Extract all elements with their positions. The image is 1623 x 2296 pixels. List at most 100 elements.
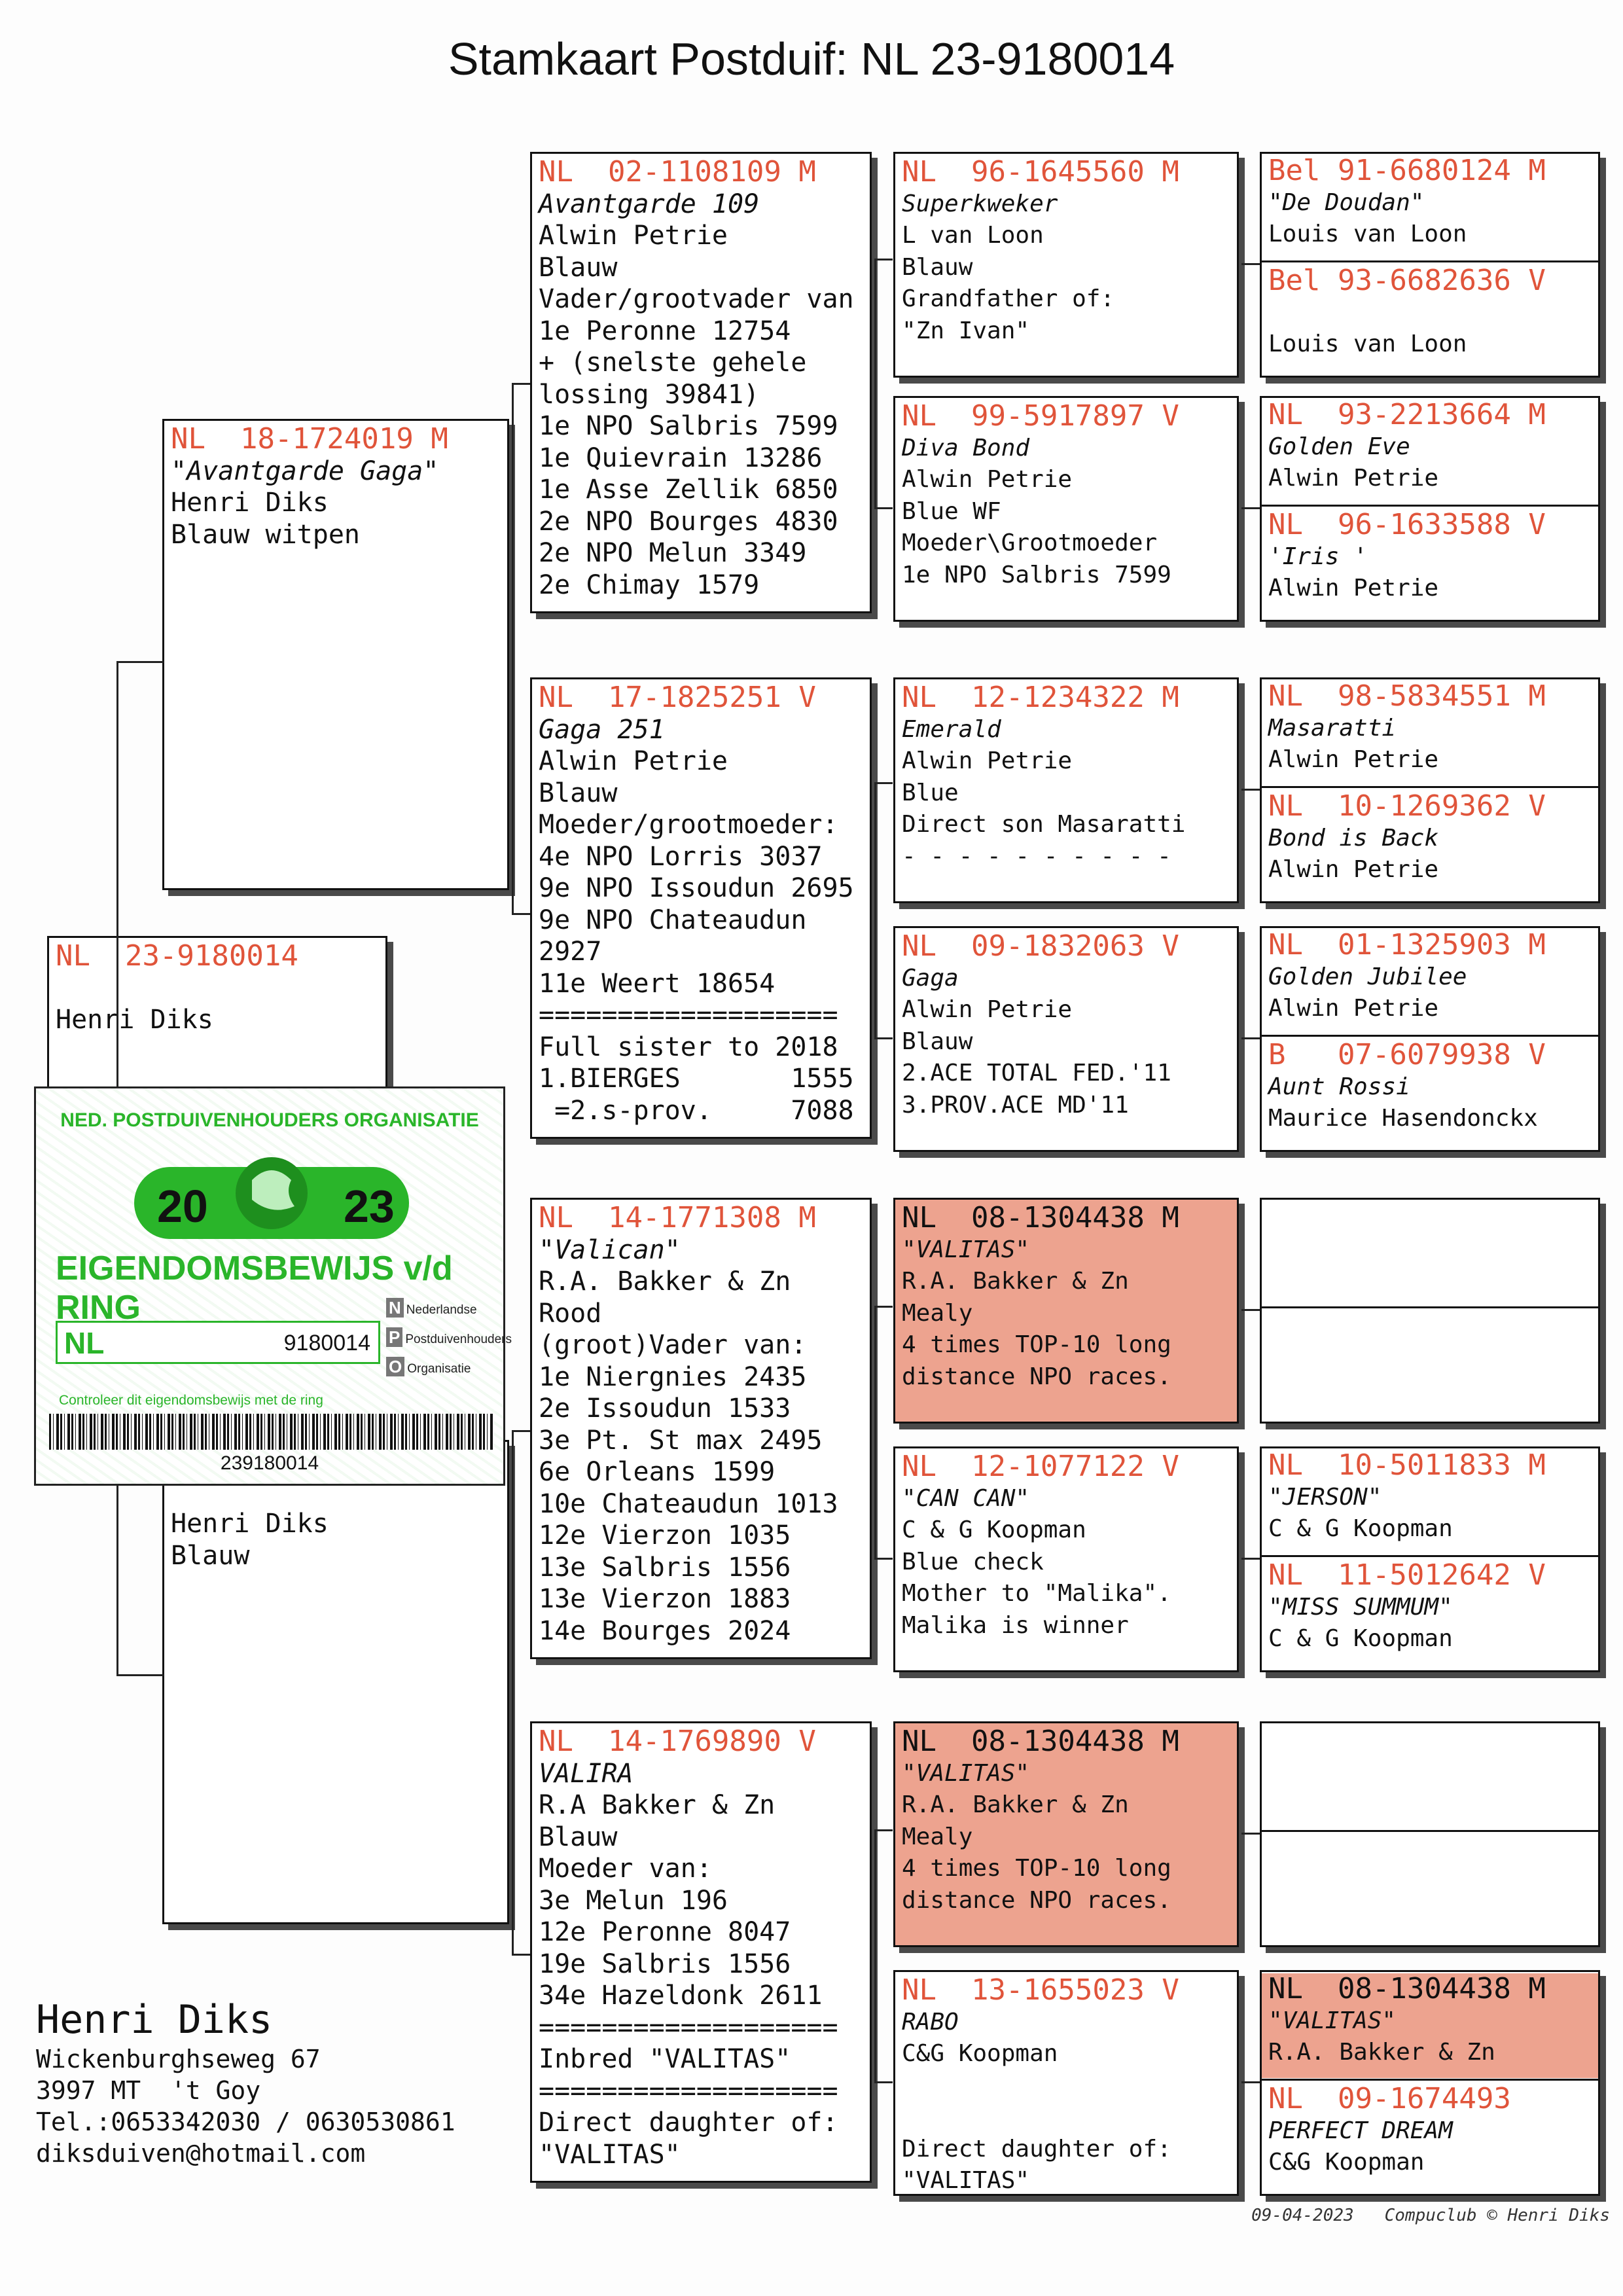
page-title: Stamkaart Postduif: NL 23-9180014: [448, 33, 1175, 84]
pigeon-detail: 1.BIERGES 1555: [539, 1064, 854, 1094]
pigeon-name: "VALITAS": [1268, 2007, 1397, 2034]
connector-line: [512, 1954, 530, 1956]
pigeon-detail: Moeder\Grootmoeder: [902, 529, 1158, 556]
pigeon-detail: [902, 2070, 1233, 2102]
pigeon-detail: Henri Diks: [171, 1509, 329, 1539]
pigeon-detail: Vader/grootvader van: [539, 284, 854, 314]
ring-number: NL 08-1304438 M: [1268, 1972, 1546, 2005]
pigeon-detail: 3.PROV.ACE MD'11: [902, 1091, 1129, 1119]
ring-number: NL 01-1325903 M: [1268, 928, 1546, 961]
connector-line: [1241, 789, 1260, 791]
pigeon-name: RABO: [902, 2008, 959, 2036]
ring-number: NL 12-1234322 M: [902, 681, 1179, 714]
connector-line: [874, 259, 876, 507]
connector-line: [1241, 1558, 1260, 1560]
pedigree-pair-box: Bel 91-6680124 M"De Doudan" Louis van Loo…: [1260, 152, 1600, 378]
pigeon-detail: 1e Quievrain 13286: [539, 442, 823, 473]
ring-number: NL 10-5011833 M: [1268, 1448, 1546, 1482]
barcode-number: 239180014: [220, 1452, 319, 1474]
ring-number: NL 96-1645560 M: [902, 155, 1179, 188]
pigeon-detail: + (snelste gehele: [539, 348, 807, 378]
pigeon-detail: Alwin Petrie: [1268, 575, 1439, 601]
connector-line: [1241, 2081, 1260, 2083]
pigeon-detail: ===================: [539, 1000, 838, 1030]
connector-line: [512, 1430, 530, 1432]
pigeon-detail: Henri Diks: [171, 488, 329, 518]
pigeon-name: Gaga 251: [539, 714, 665, 745]
pigeon-detail: Grandfather of:: [902, 285, 1115, 312]
pigeon-detail: 4 times TOP-10 long: [902, 1331, 1171, 1358]
connector-line: [874, 2081, 893, 2083]
pigeon-detail: ===================: [539, 2075, 838, 2106]
pigeon-detail: 2e Issoudun 1533: [539, 1393, 791, 1424]
pigeon-detail: "Zn Ivan": [902, 317, 1030, 344]
ring-number: NL 13-1655023 V: [902, 1973, 1179, 2007]
owner-address: Wickenburghseweg 67: [36, 2045, 321, 2073]
pigeon-detail: 13e Vierzon 1883: [539, 1584, 791, 1614]
connector-line: [874, 1558, 893, 1560]
pigeon-detail: 4 times TOP-10 long: [902, 1855, 1171, 1882]
ring-number: NL 10-1269362 V: [1268, 789, 1546, 823]
pigeon-name: Emerald: [902, 715, 1001, 743]
card-title: EIGENDOMSBEWIJS v/d RING: [56, 1249, 453, 1327]
pigeon-detail: 14e Bourges 2024: [539, 1615, 791, 1646]
pigeon-detail: Rood: [539, 1298, 602, 1329]
ring-number: NL 08-1304438 M: [902, 1725, 1179, 1758]
pigeon-name: [1268, 297, 1594, 329]
connector-line: [874, 1306, 876, 1558]
connector-line: [512, 383, 530, 385]
pigeon-detail: 2927: [539, 937, 602, 967]
pigeon-detail: C&G Koopman: [1268, 2149, 1425, 2176]
connector-line: [512, 913, 530, 915]
pigeon-name: Diva Bond: [902, 434, 1030, 461]
barcode-icon: [49, 1414, 494, 1450]
pigeon-detail: Alwin Petrie: [1268, 856, 1439, 883]
pigeon-detail: Alwin Petrie: [539, 221, 728, 251]
pigeon-detail: 9e NPO Issoudun 2695: [539, 873, 854, 903]
pigeon-name: Avantgarde 109: [539, 188, 760, 219]
pigeon-detail: Alwin Petrie: [902, 996, 1073, 1023]
pigeon-name: 'Iris ': [1268, 543, 1368, 570]
pigeon-detail: Blue WF: [902, 497, 1001, 525]
connector-line: [1241, 507, 1260, 509]
pedigree-box: NL 18-1724019 M"Avantgarde Gaga"Henri Di…: [162, 419, 509, 890]
ring-number: [1268, 1201, 1594, 1233]
connector-line: [874, 1037, 893, 1039]
connector-line: [874, 782, 876, 1037]
pigeon-name: "MISS SUMMUM": [1268, 1593, 1453, 1621]
pigeon-name: "VALITAS": [902, 1236, 1030, 1263]
pigeon-detail: Louis van Loon: [1268, 331, 1467, 357]
connector-line: [116, 661, 164, 663]
pedigree-pair-box: NL 08-1304438 M"VALITAS"R.A. Bakker & Zn…: [1260, 1970, 1600, 2196]
pigeon-detail: Inbred "VALITAS": [539, 2044, 791, 2074]
pigeon-name: "De Doudan": [1268, 188, 1425, 216]
pigeon-detail: 19e Salbris 1556: [539, 1948, 791, 1979]
pigeon-detail: distance NPO races.: [902, 1886, 1171, 1914]
pedigree-box: NL 08-1304438 M"VALITAS"R.A. Bakker & Zn…: [893, 1198, 1239, 1424]
pigeon-detail: 3e Pt. St max 2495: [539, 1425, 823, 1456]
pigeon-detail: 34e Hazeldonk 2611: [539, 1981, 823, 2011]
connector-line: [874, 1829, 893, 1831]
pair-divider: [1262, 260, 1598, 262]
pigeon-detail: Alwin Petrie: [539, 746, 728, 776]
pigeon-name: "VALITAS": [902, 1759, 1030, 1787]
card-year-right: 23: [344, 1181, 395, 1232]
ring-number: Bel 91-6680124 M: [1268, 154, 1546, 187]
pigeon-detail: 4e NPO Lorris 3037: [539, 841, 823, 872]
pigeon-name: VALIRA: [539, 1758, 633, 1789]
footer-note: 09-04-2023 Compuclub © Henri Diks: [1251, 2206, 1610, 2225]
pigeon-detail: Blauw: [902, 1028, 973, 1055]
pigeon-detail: Mealy: [902, 1299, 973, 1327]
pigeon-detail: 6e Orleans 1599: [539, 1457, 776, 1487]
ring-number: B 07-6079938 V: [1268, 1038, 1546, 1071]
pigeon-detail: 3e Melun 196: [539, 1885, 728, 1916]
pigeon-detail: 2.ACE TOTAL FED.'11: [902, 1060, 1171, 1086]
ring-number: NL 93-2213664 M: [1268, 398, 1546, 431]
connector-line: [874, 259, 893, 260]
pedigree-box: NL 08-1304438 M"VALITAS"R.A. Bakker & Zn…: [893, 1721, 1239, 1947]
